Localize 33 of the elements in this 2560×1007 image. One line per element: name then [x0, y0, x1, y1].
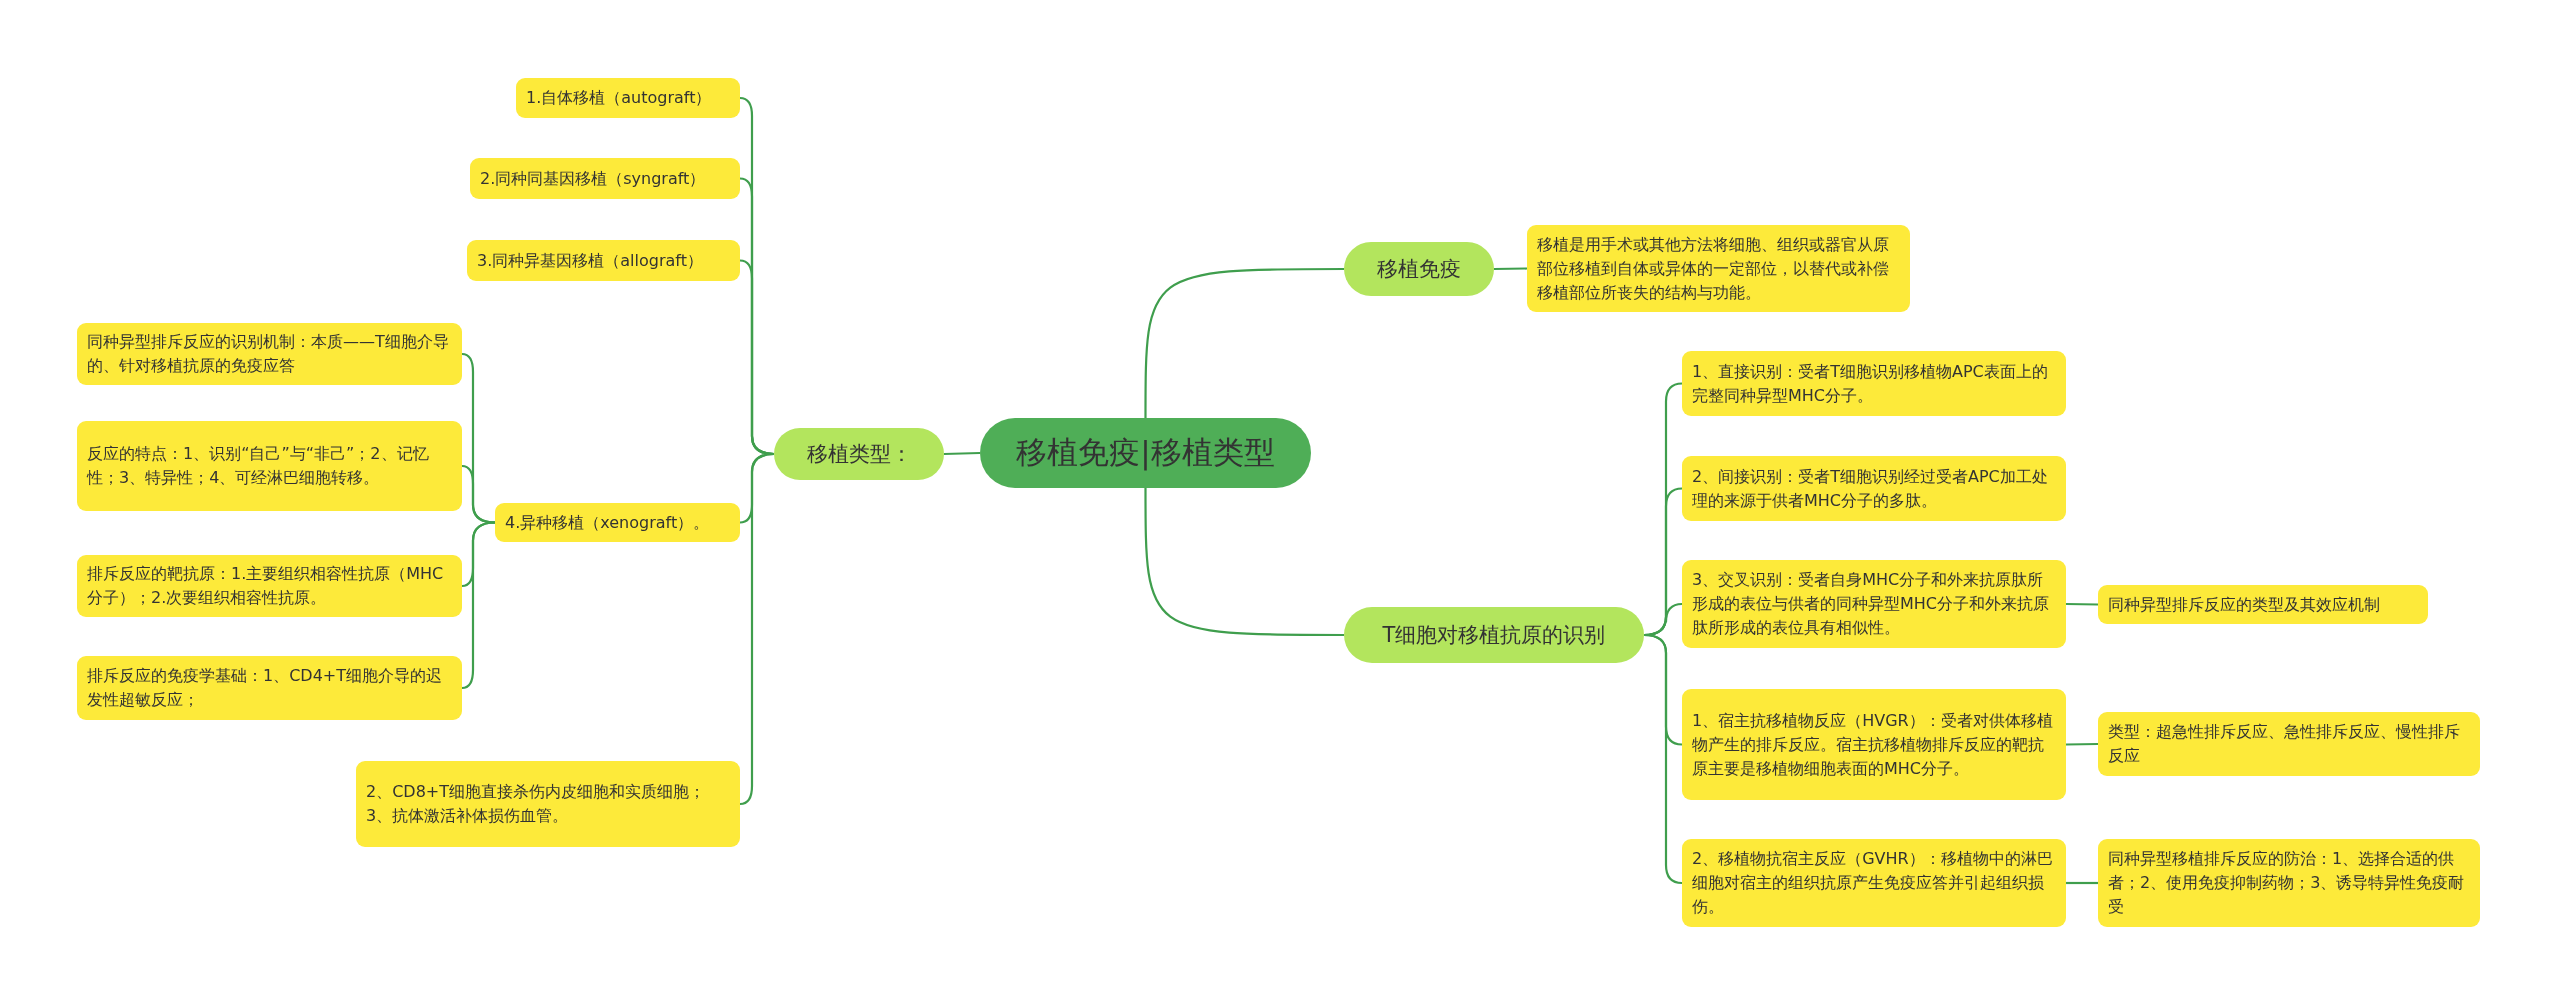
- topic-box: 排斥反应的免疫学基础：1、CD4+T细胞介导的迟发性超敏反应；: [77, 656, 462, 720]
- topic-box: 2、移植物抗宿主反应（GVHR）：移植物中的淋巴细胞对宿主的组织抗原产生免疫应答并引起组织损伤。: [1682, 839, 2066, 927]
- root-topic: 移植免疫|移植类型: [980, 418, 1311, 488]
- topic-box: 2.同种同基因移植（syngraft）: [470, 158, 740, 199]
- topic-box: 同种异型排斥反应的识别机制：本质——T细胞介导的、针对移植抗原的免疫应答: [77, 323, 462, 385]
- topic-box: T细胞对移植抗原的识别: [1344, 607, 1644, 663]
- topic-box: 3.同种异基因移植（allograft）: [467, 240, 740, 281]
- topic-box: 类型：超急性排斥反应、急性排斥反应、慢性排斥反应: [2098, 712, 2480, 776]
- topic-box: 反应的特点：1、识别“自己”与“非己”；2、记忆性；3、特异性；4、可经淋巴细胞转移。: [77, 421, 462, 511]
- topic-box: 4.异种移植（xenograft）。: [495, 503, 740, 542]
- topic-box: 移植免疫: [1344, 242, 1494, 296]
- topic-box: 同种异型移植排斥反应的防治：1、选择合适的供者；2、使用免疫抑制药物；3、诱导特异性免疫耐受: [2098, 839, 2480, 927]
- connector-line: [1494, 267, 1527, 271]
- topic-box: 2、间接识别：受者T细胞识别经过受者APC加工处理的来源于供者MHC分子的多肽。: [1682, 456, 2066, 521]
- connector-line: [2066, 602, 2098, 606]
- connector-line: [461, 464, 496, 524]
- connector-line: [2066, 742, 2098, 746]
- topic-box: 移植是用手术或其他方法将细胞、组织或器官从原部位移植到自体或异体的一定部位，以替代或补偿移植部位所丧失的结构与功能。: [1527, 225, 1910, 312]
- topic-box: 3、交叉识别：受者自身MHC分子和外来抗原肽所形成的表位与供者的同种异型MHC分子和外来抗原肽所形成的表位具有相似性。: [1682, 560, 2066, 648]
- connector-line: [739, 452, 775, 806]
- topic-box: 2、CD8+T细胞直接杀伤内皮细胞和实质细胞；3、抗体激活补体损伤血管。: [356, 761, 740, 847]
- topic-box: 1、宿主抗移植物反应（HVGR）：受者对供体移植物产生的排斥反应。宿主抗移植物排斥反应的靶抗原主要是移植物细胞表面的MHC分子。: [1682, 689, 2066, 800]
- connector-line: [943, 451, 981, 456]
- connector-line: [1643, 633, 1683, 885]
- connector-line: [2066, 881, 2098, 885]
- topic-box: 移植类型：: [774, 428, 944, 480]
- topic-box: 同种异型排斥反应的类型及其效应机制: [2098, 585, 2428, 624]
- topic-box: 1.自体移植（autograft）: [516, 78, 740, 118]
- connector-line: [461, 521, 496, 690]
- topic-box: 1、直接识别：受者T细胞识别移植物APC表面上的完整同种异型MHC分子。: [1682, 351, 2066, 416]
- topic-box: 排斥反应的靶抗原：1.主要组织相容性抗原（MHC分子）；2.次要组织相容性抗原。: [77, 555, 462, 617]
- connector-line: [1144, 267, 1344, 418]
- connector-line: [1144, 488, 1344, 637]
